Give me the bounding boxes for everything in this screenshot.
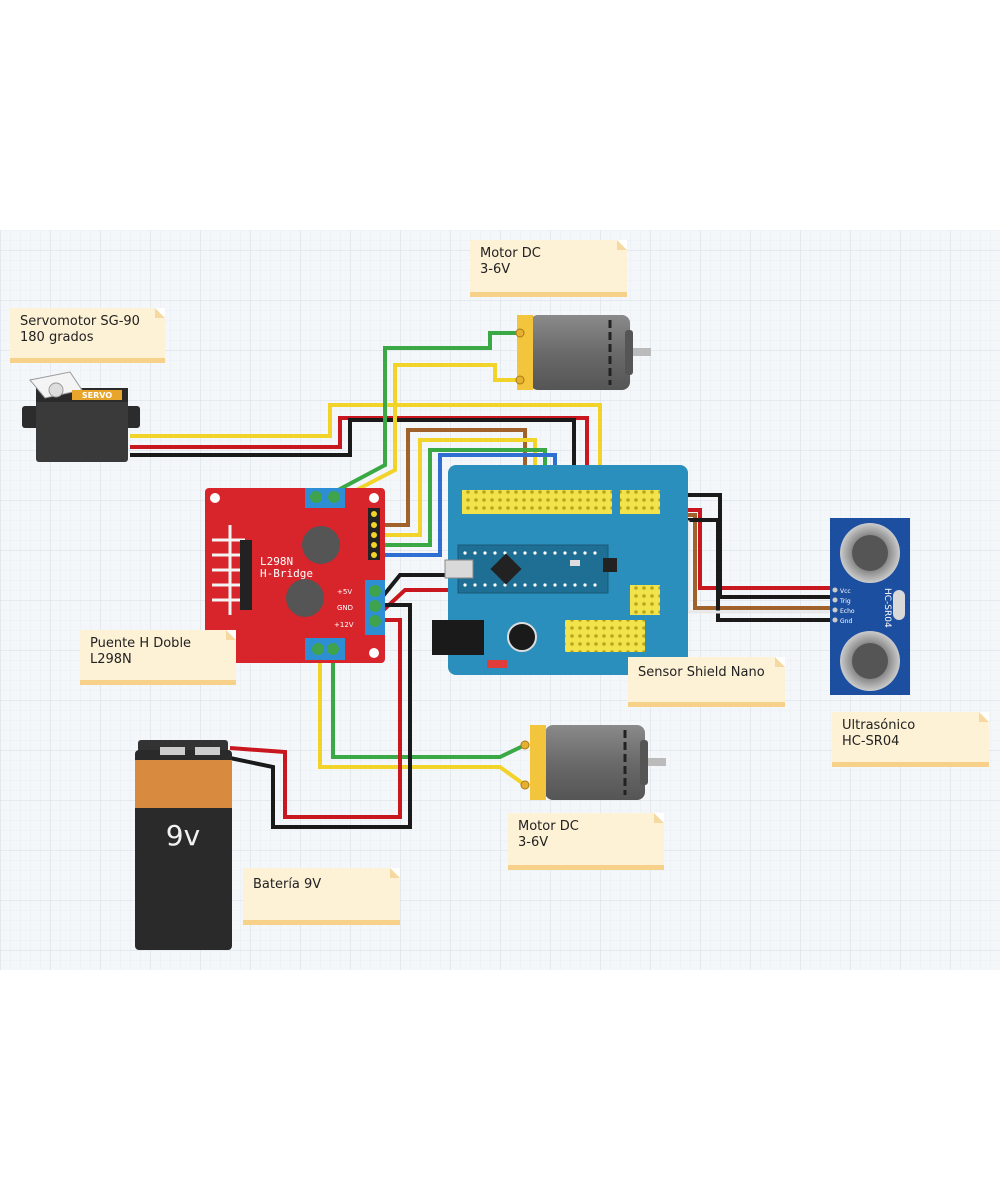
label-motor-bottom: Motor DC 3-6V (508, 813, 664, 870)
shield-dc-jack (432, 620, 484, 655)
ultrasonic-pin-gnd: Gnd (840, 618, 852, 625)
wire-motor-bottom-green (331, 650, 526, 759)
label-ultrasonic-line2: HC-SR04 (842, 734, 900, 749)
label-ultrasonic-line1: Ultrasónico (842, 718, 916, 733)
label-battery-line1: Batería 9V (253, 877, 322, 892)
hbridge-capacitor-2 (286, 579, 324, 617)
shield-header-right (620, 490, 660, 514)
battery-9v: 9v (135, 740, 232, 950)
shield-header-side (630, 585, 660, 615)
label-motor-bottom-line1: Motor DC (518, 819, 579, 834)
hbridge-pin-gnd: GND (337, 604, 353, 612)
wire-servo-signal (130, 403, 602, 490)
label-motor-top-line1: Motor DC (480, 246, 541, 261)
ultrasonic-sensor: HC-SR04 Vcc Trig Echo Gnd (830, 518, 910, 695)
shield-header-top (462, 490, 612, 514)
wire-battery-black (229, 603, 412, 829)
hbridge-pin-5v: +5V (337, 588, 352, 596)
ultrasonic-pin-echo: Echo (840, 608, 855, 615)
shield-reset-button (487, 660, 507, 668)
battery-label: 9v (166, 819, 200, 852)
motor-dc-bottom (520, 725, 666, 800)
label-motor-top-line2: 3-6V (480, 262, 511, 277)
label-servo-line1: Servomotor SG-90 (20, 314, 140, 329)
label-servo: Servomotor SG-90 180 grados (10, 308, 165, 363)
wire-motor-top-green (324, 331, 520, 499)
shield-header-bottom (565, 620, 645, 652)
label-battery: Batería 9V (243, 868, 400, 925)
wire-servo-gnd (130, 418, 576, 495)
label-shield: Sensor Shield Nano (628, 657, 785, 707)
label-hbridge-line2: L298N (90, 652, 132, 667)
label-hbridge: Puente H Doble L298N (80, 630, 236, 685)
label-motor-top: Motor DC 3-6V (470, 240, 627, 297)
sensor-shield-nano (432, 465, 688, 675)
servo-motor: SERVO (22, 371, 140, 462)
wire-motor-top-yellow (342, 363, 520, 499)
shield-capacitor (507, 622, 537, 652)
ultrasonic-pin-vcc: Vcc (840, 588, 851, 595)
motor-dc-top (515, 315, 651, 390)
wire-in-yellow (380, 438, 537, 537)
label-shield-line1: Sensor Shield Nano (638, 665, 765, 680)
label-servo-line2: 180 grados (20, 330, 94, 345)
servo-label: SERVO (82, 391, 112, 400)
l298n-h-bridge: L298N H-Bridge +5V GND +12V (205, 488, 385, 663)
ultrasonic-model-text: HC-SR04 (882, 588, 892, 628)
hbridge-chip-label: L298N (260, 555, 293, 568)
hbridge-capacitor-1 (302, 526, 340, 564)
hbridge-pin-12v: +12V (334, 621, 354, 629)
ultrasonic-pin-trig: Trig (839, 598, 851, 605)
label-motor-bottom-line2: 3-6V (518, 835, 549, 850)
wire-battery-red (229, 618, 402, 819)
hbridge-title: H-Bridge (260, 567, 313, 580)
wire-servo-vcc (130, 416, 589, 495)
label-hbridge-line1: Puente H Doble (90, 636, 192, 651)
label-ultrasonic: Ultrasónico HC-SR04 (832, 712, 989, 767)
